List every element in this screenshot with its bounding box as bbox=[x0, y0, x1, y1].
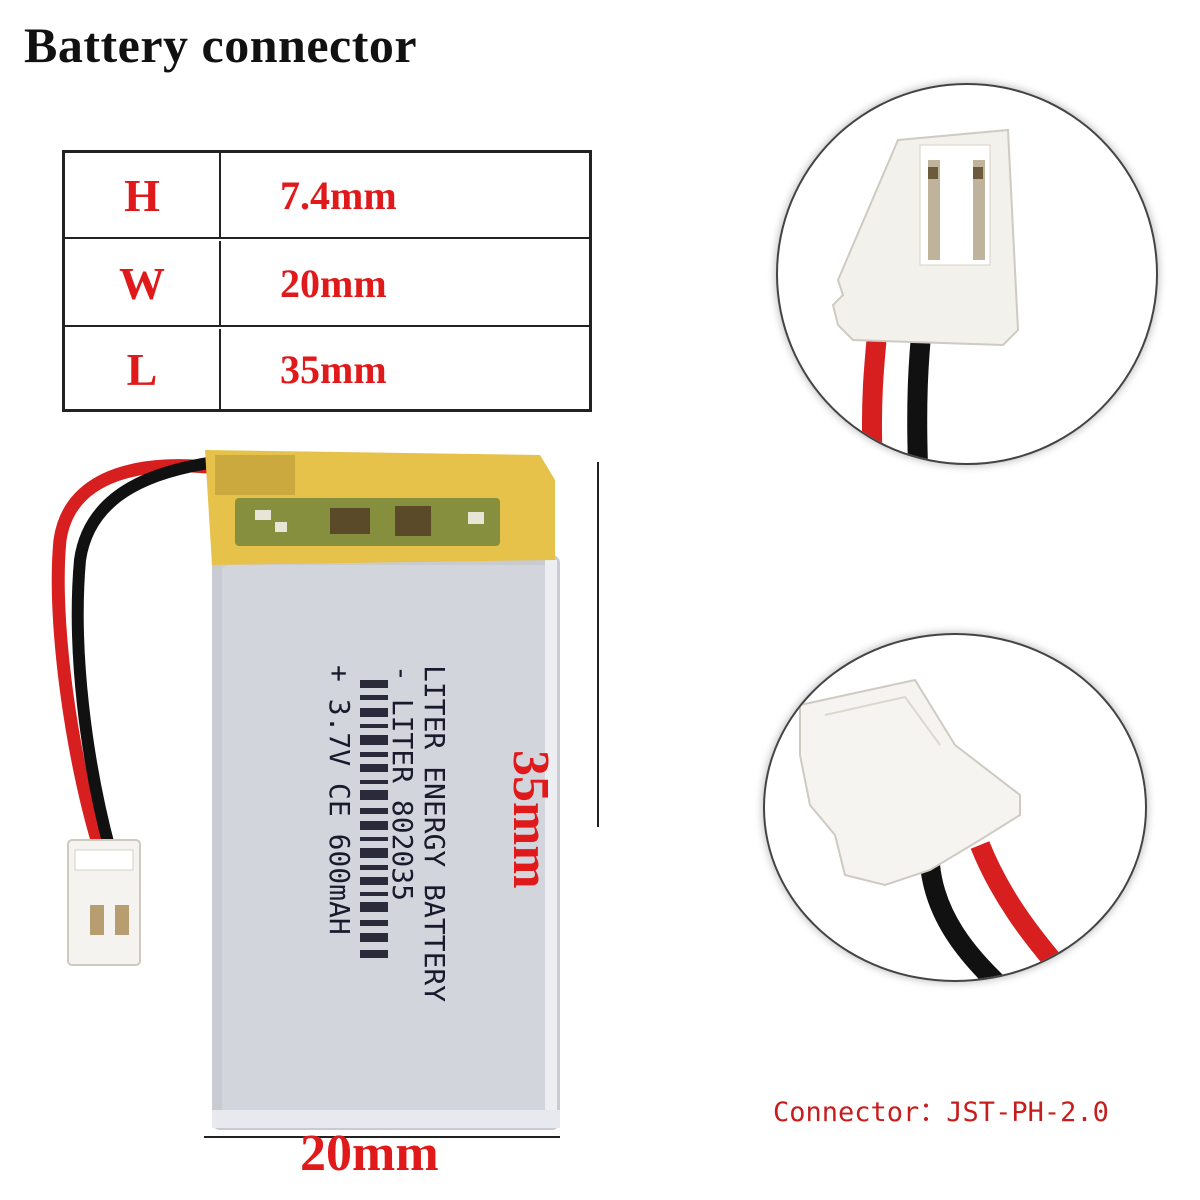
connector-type-label: Connector：JST-PH-2.0 bbox=[773, 1097, 1109, 1128]
battery-label-line1: LITER ENERGY BATTERY bbox=[418, 665, 451, 1002]
barcode bbox=[360, 680, 388, 958]
spec-value: 20mm bbox=[280, 260, 387, 306]
width-dimension-line bbox=[204, 1136, 560, 1138]
spec-key: L bbox=[65, 329, 221, 409]
spec-row-height: H 7.4mm bbox=[65, 153, 589, 239]
length-dimension-label: 35mm bbox=[502, 750, 559, 889]
width-dimension-label: 20mm bbox=[300, 1125, 439, 1182]
black-wire bbox=[71, 456, 216, 852]
spec-value: 35mm bbox=[280, 346, 387, 392]
spec-key: W bbox=[65, 241, 221, 325]
battery-label-line2: - LITER 802035 bbox=[386, 665, 419, 901]
page-title: Battery connector bbox=[24, 17, 418, 73]
battery-illustration: LITER ENERGY BATTERY - LITER 802035 + 3.… bbox=[51, 450, 560, 1130]
connector-closeup-side bbox=[765, 635, 1145, 980]
red-wire bbox=[51, 459, 216, 852]
spec-row-width: W 20mm bbox=[65, 241, 589, 327]
connector-closeup-front bbox=[778, 85, 1156, 463]
dimension-table: H 7.4mm W 20mm L 35mm bbox=[62, 150, 592, 412]
jst-plug bbox=[67, 839, 141, 966]
spec-row-length: L 35mm bbox=[65, 329, 589, 409]
spec-key: H bbox=[65, 153, 221, 237]
spec-value: 7.4mm bbox=[280, 172, 397, 218]
battery-label-line3: + 3.7V CE 600mAH bbox=[323, 665, 356, 935]
length-dimension-line bbox=[597, 462, 599, 827]
